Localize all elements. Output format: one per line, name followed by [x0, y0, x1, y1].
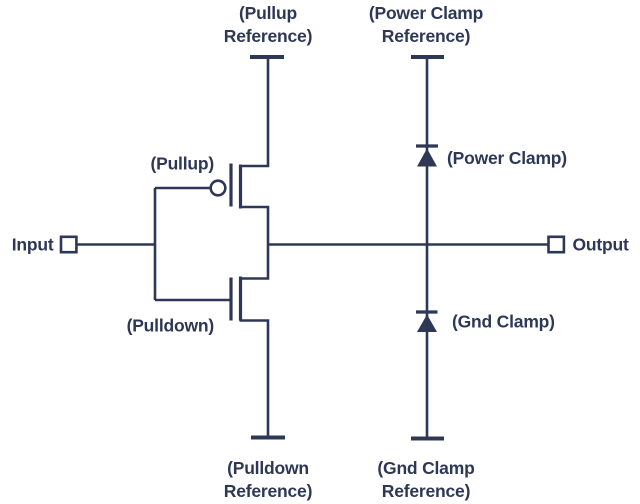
gnd-clamp-reference-label-line2: Reference)	[382, 481, 470, 501]
pulldown-drain-wire	[239, 244, 270, 280]
pmos-transistor-symbol	[155, 58, 270, 245]
pulldown-reference-label-line1: (Pulldown	[227, 458, 309, 478]
pulldown-label: (Pulldown)	[127, 316, 214, 336]
power-clamp-reference-label-line1: (Power Clamp	[369, 3, 483, 23]
output-terminal-square	[547, 235, 566, 254]
power-clamp-diode-symbol	[416, 144, 438, 167]
power-clamp-label: (Power Clamp)	[447, 148, 567, 168]
pulldown-reference-label-line2: Reference)	[224, 481, 312, 501]
gnd-clamp-reference-label-line1: (Gnd Clamp	[377, 458, 474, 478]
pullup-reference-label-line1: (Pullup	[239, 3, 297, 23]
pmos-gate-bubble-icon	[209, 179, 227, 197]
input-terminal-label: Input	[12, 235, 54, 255]
pulldown-source-wire	[239, 319, 270, 437]
output-terminal-label: Output	[573, 235, 630, 255]
gnd-clamp-diode-symbol	[416, 310, 438, 332]
input-terminal-square	[59, 235, 78, 254]
pullup-label: (Pullup)	[150, 154, 214, 174]
pullup-source-wire	[239, 58, 270, 168]
pullup-drain-wire	[239, 205, 270, 245]
power-clamp-reference-label-line2: Reference)	[382, 26, 470, 46]
pullup-reference-label-line2: Reference)	[224, 26, 312, 46]
nmos-transistor-symbol	[155, 244, 270, 437]
power-clamp-diode-triangle	[417, 148, 437, 167]
gnd-clamp-label: (Gnd Clamp)	[452, 312, 555, 332]
gnd-clamp-diode-triangle	[417, 314, 437, 332]
